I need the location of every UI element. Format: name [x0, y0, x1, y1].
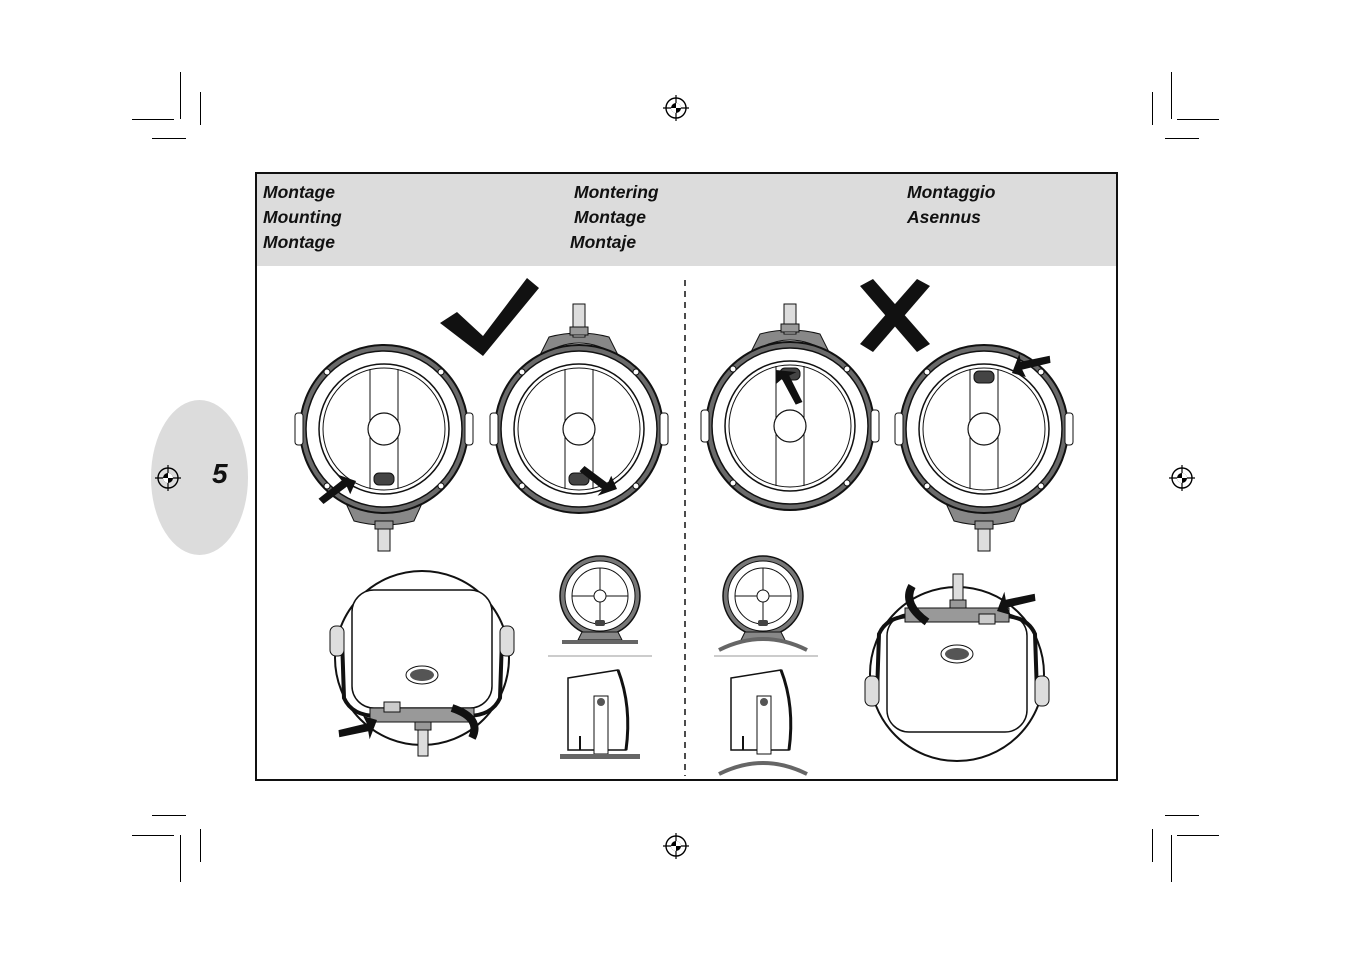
cross-icon — [860, 279, 930, 352]
crop-mark — [1165, 815, 1199, 816]
crop-mark — [1177, 119, 1219, 120]
crop-mark — [152, 815, 186, 816]
mounting-panel: Montage Mounting Montage Montering Monta… — [255, 172, 1118, 781]
crop-mark — [1165, 138, 1199, 139]
crop-mark — [132, 835, 174, 836]
registration-mark-icon — [155, 465, 181, 491]
registration-mark-icon — [663, 95, 689, 121]
page-number: 5 — [212, 458, 228, 489]
crop-mark — [1152, 92, 1153, 125]
crop-mark — [1177, 835, 1219, 836]
crop-mark — [1152, 829, 1153, 862]
crop-mark — [132, 119, 174, 120]
heading-fr: Montage — [263, 232, 335, 252]
crop-mark — [180, 72, 181, 119]
heading-es: Montaje — [570, 232, 637, 252]
heading-sv: Montering — [574, 182, 659, 202]
heading-fi: Asennus — [907, 207, 981, 227]
crop-mark — [1171, 72, 1172, 119]
mounting-illustration — [294, 278, 1074, 776]
heading-de: Montage — [263, 182, 335, 202]
crop-mark — [1171, 835, 1172, 882]
crop-mark — [180, 835, 181, 882]
heading-en: Mounting — [263, 207, 342, 227]
crop-mark — [200, 92, 201, 125]
crop-mark — [152, 138, 186, 139]
registration-mark-icon — [663, 833, 689, 859]
checkmark-icon — [440, 278, 539, 356]
crop-mark — [200, 829, 201, 862]
heading-nl: Montage — [574, 207, 646, 227]
heading-band: Montage Mounting Montage Montering Monta… — [257, 174, 1116, 266]
registration-mark-icon — [1169, 465, 1195, 491]
heading-it: Montaggio — [907, 182, 996, 202]
